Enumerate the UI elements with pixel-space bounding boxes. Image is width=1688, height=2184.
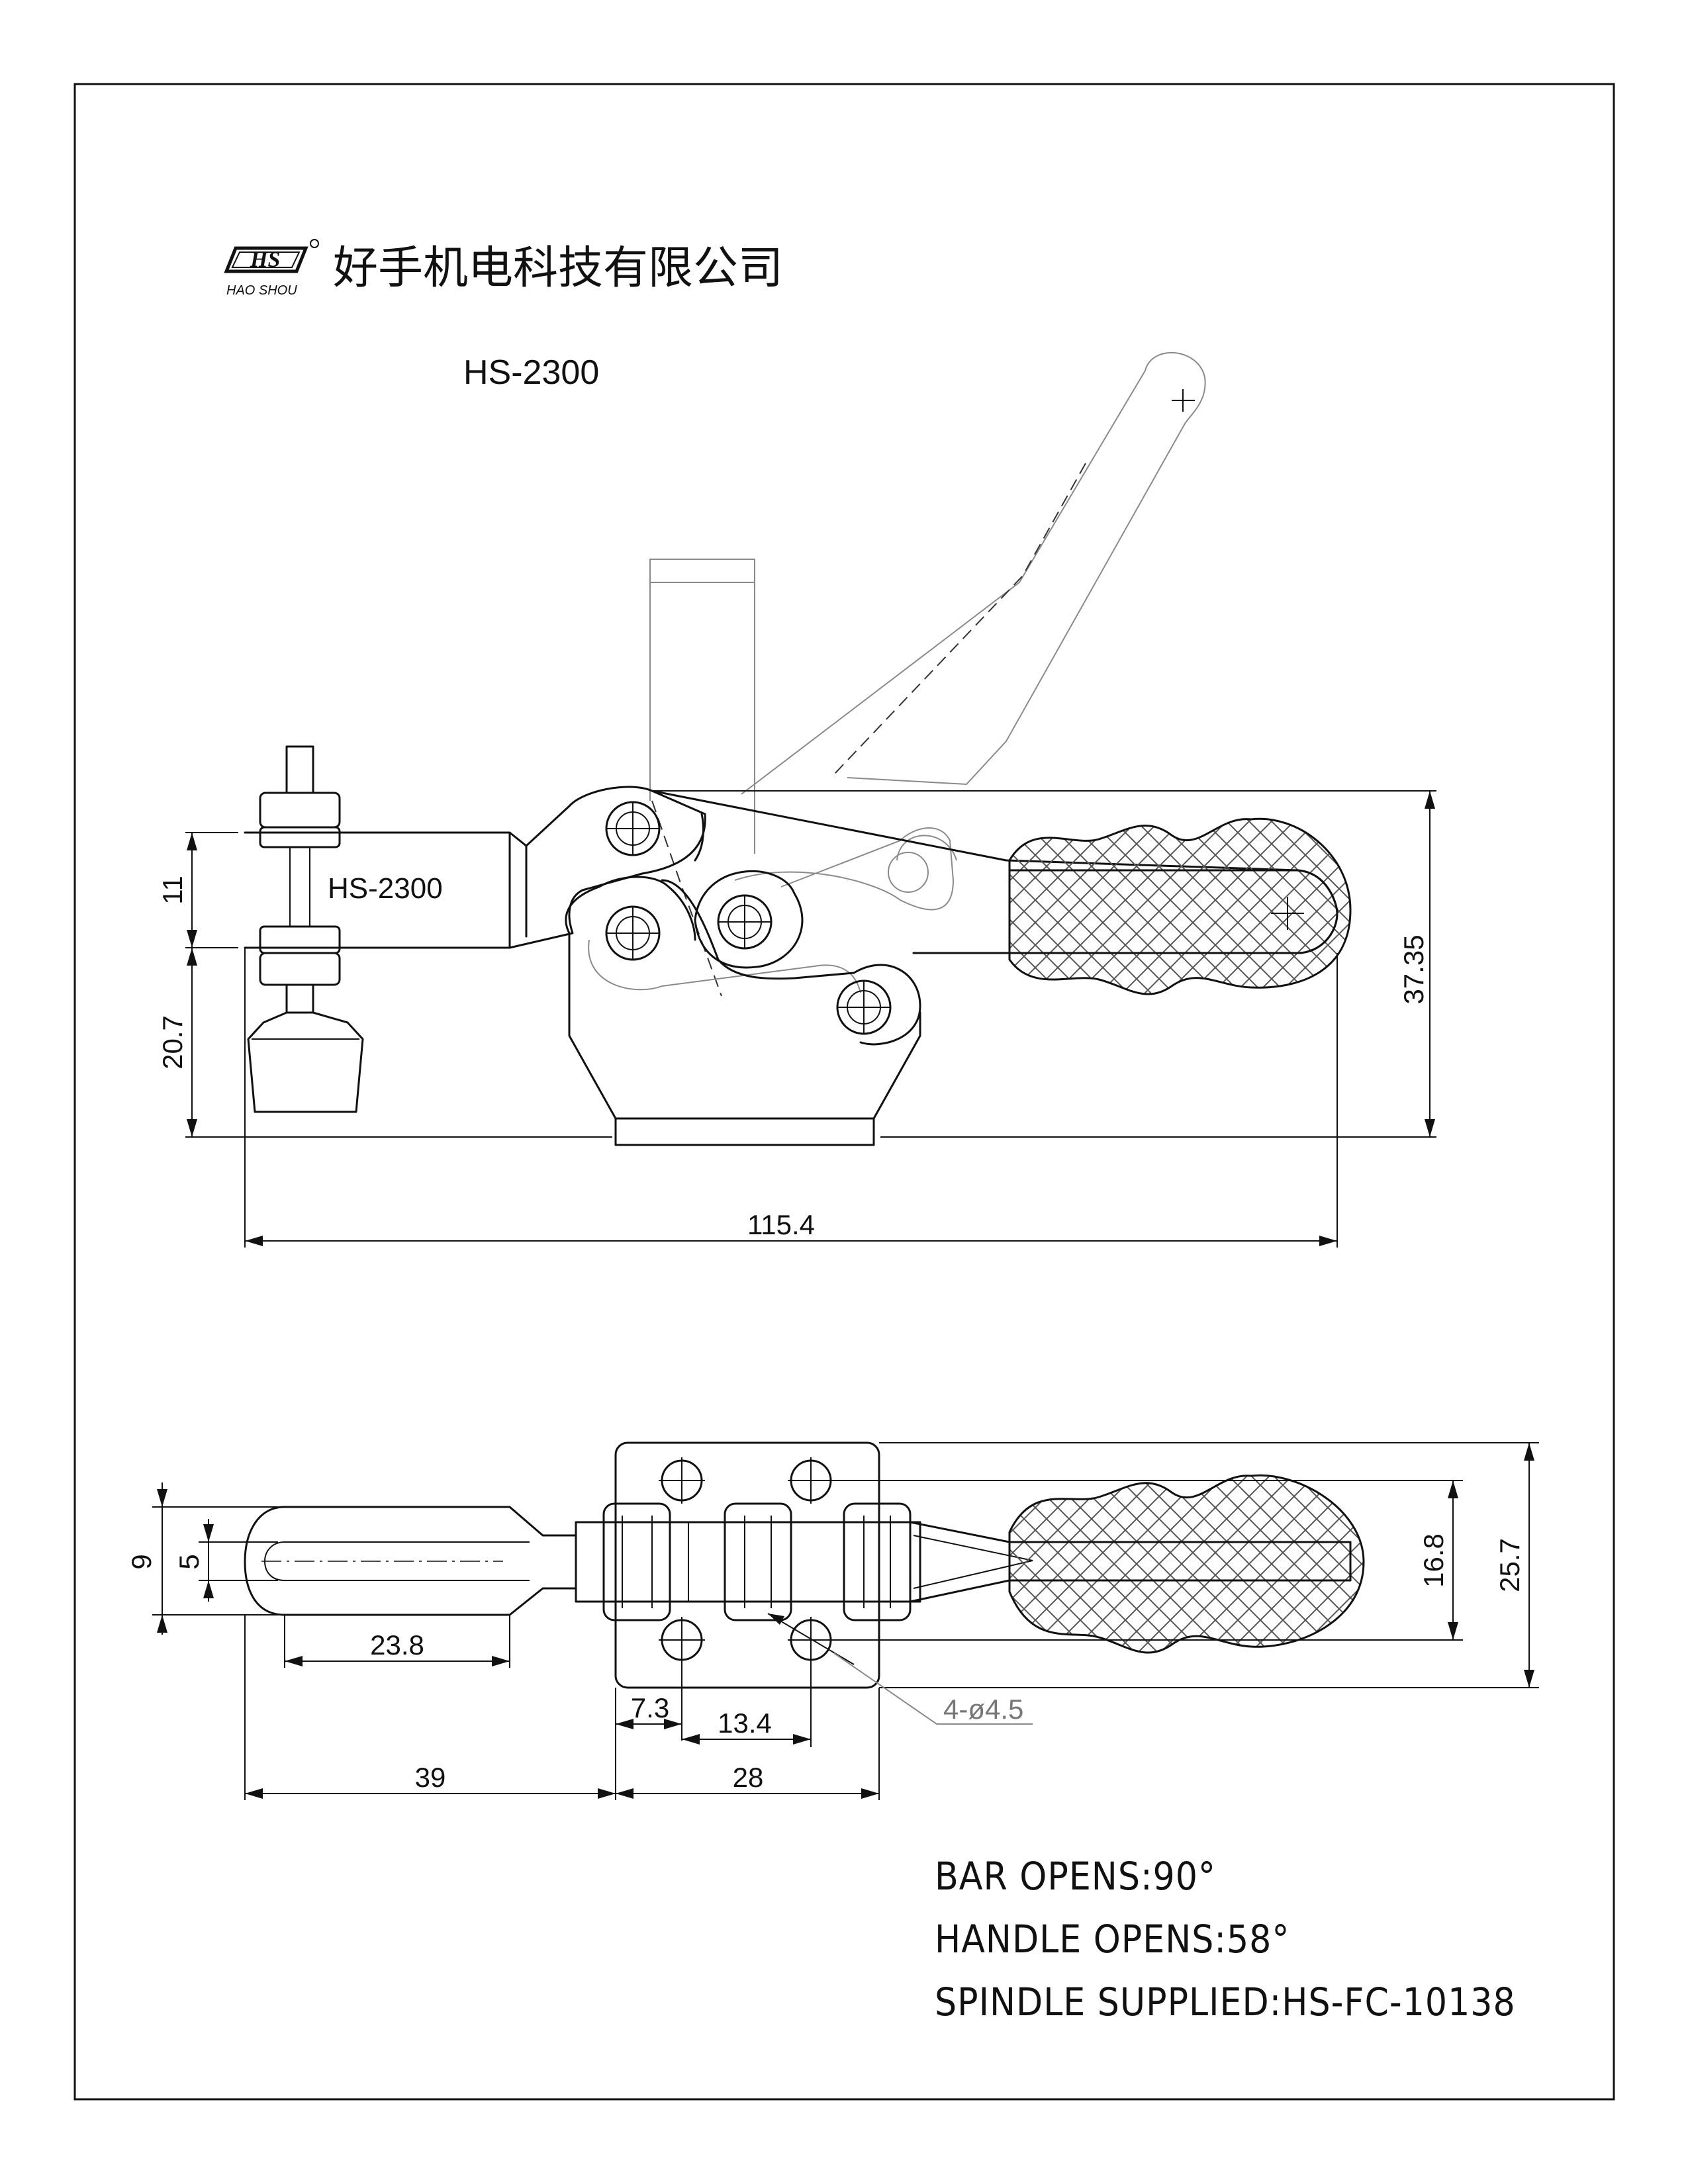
registered-mark-icon [310,239,319,248]
spec-notes: BAR OPENS:90° HANDLE OPENS:58° SPINDLE S… [935,1854,1516,2025]
sheet-border [73,83,1615,2101]
dim-11: 11 [157,876,188,905]
base-plate-top [614,1441,880,1689]
logo-subtitle: HAO SHOU [226,283,297,298]
dim-16-8: 16.8 [1418,1533,1449,1588]
top-dimensions: 9 5 23.8 16.8 25.7 [126,1442,1539,1800]
spindle [247,745,364,1113]
pins-top [602,1502,912,1621]
phantom-linkage [588,800,957,997]
note-spindle-supplied: SPINDLE SUPPLIED:HS-FC-10138 [935,1979,1516,2025]
base-plate [614,1117,875,1146]
clamp-bar [244,786,706,949]
linkage [694,870,804,969]
side-view: HS-2300 11 20.7 37.35 115.4 [157,351,1436,1248]
handle-grip-top [1008,1474,1365,1654]
note-bar-opens: BAR OPENS:90° [935,1854,1216,1899]
phantom-handle-open [741,351,1206,795]
dim-7-3: 7.3 [631,1692,669,1723]
pivot-pins [605,801,892,1035]
dim-13-4: 13.4 [718,1707,772,1739]
dim-20-7: 20.7 [157,1015,188,1069]
dim-23-8: 23.8 [370,1629,424,1661]
body-top [575,1521,921,1603]
dim-39: 39 [415,1762,446,1793]
side-dimensions: 11 20.7 37.35 115.4 [157,790,1436,1248]
dim-115-4: 115.4 [747,1209,815,1240]
model-title: HS-2300 [463,353,599,392]
company-name: 好手机电科技有限公司 [333,242,783,295]
dim-5: 5 [173,1554,205,1569]
bar-slot-top [244,1506,577,1616]
dim-37-35: 37.35 [1398,934,1429,1004]
note-handle-opens: HANDLE OPENS:58° [935,1917,1289,1962]
handle-grip [1008,817,1352,995]
company-logo: HS HAO SHOU [224,239,319,298]
phantom-bar-open [649,559,755,854]
hole-callout: 4-ø4.5 [943,1694,1023,1725]
part-label: HS-2300 [328,872,443,905]
top-view: 9 5 23.8 16.8 25.7 [126,1441,1539,1800]
logo-mark: HS [250,248,280,272]
mounting-holes [659,1457,834,1663]
dim-28: 28 [733,1762,764,1793]
dim-25-7: 25.7 [1494,1538,1525,1592]
dim-9: 9 [126,1554,157,1569]
